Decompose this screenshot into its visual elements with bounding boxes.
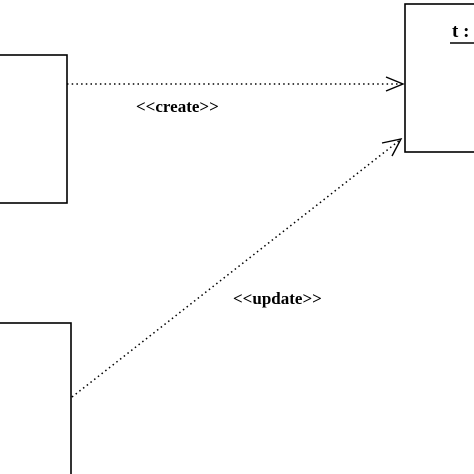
update-arrowhead xyxy=(381,138,403,157)
object-box-t xyxy=(404,3,474,153)
update-stereotype-label: <<update>> xyxy=(233,289,322,308)
left-bottom-box xyxy=(0,322,72,474)
object-name-label: t : xyxy=(452,21,469,42)
left-top-box xyxy=(0,54,68,204)
create-arrowhead xyxy=(385,76,405,92)
create-stereotype-label: <<create>> xyxy=(136,97,219,116)
update-dependency-line xyxy=(71,139,401,398)
